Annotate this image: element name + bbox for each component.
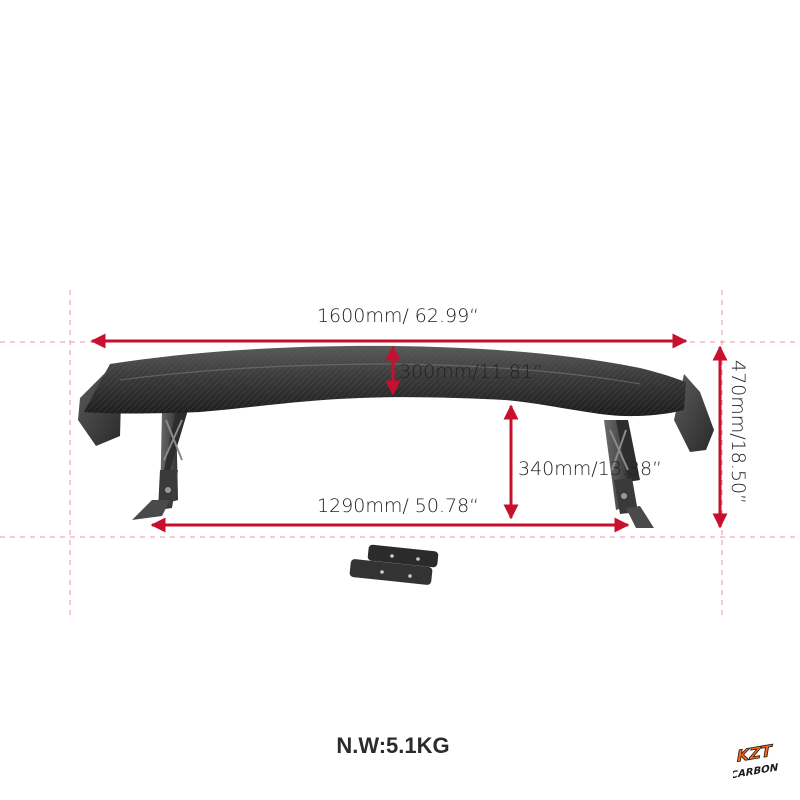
brand-logo-line1: KZT (736, 741, 774, 766)
mount-span-label: 1290mm/ 50.78“ (317, 495, 479, 517)
spoiler-illustration (78, 345, 714, 585)
net-weight-label: N.W:5.1KG (336, 733, 450, 758)
overall-height-label: 470mm/18.50” (727, 360, 749, 504)
right-stand (604, 420, 654, 528)
main-wing-weave (84, 345, 686, 417)
chord-depth-label: 300mm/11.81” (399, 361, 543, 383)
overall-width-label: 1600mm/ 62.99“ (317, 305, 479, 327)
left-stand (132, 410, 188, 520)
stand-height-label: 340mm/13.38” (518, 458, 662, 480)
brand-logo: KZT CARBON (733, 740, 779, 781)
mounting-plates (349, 544, 439, 585)
dimension-arrows (90, 333, 728, 533)
